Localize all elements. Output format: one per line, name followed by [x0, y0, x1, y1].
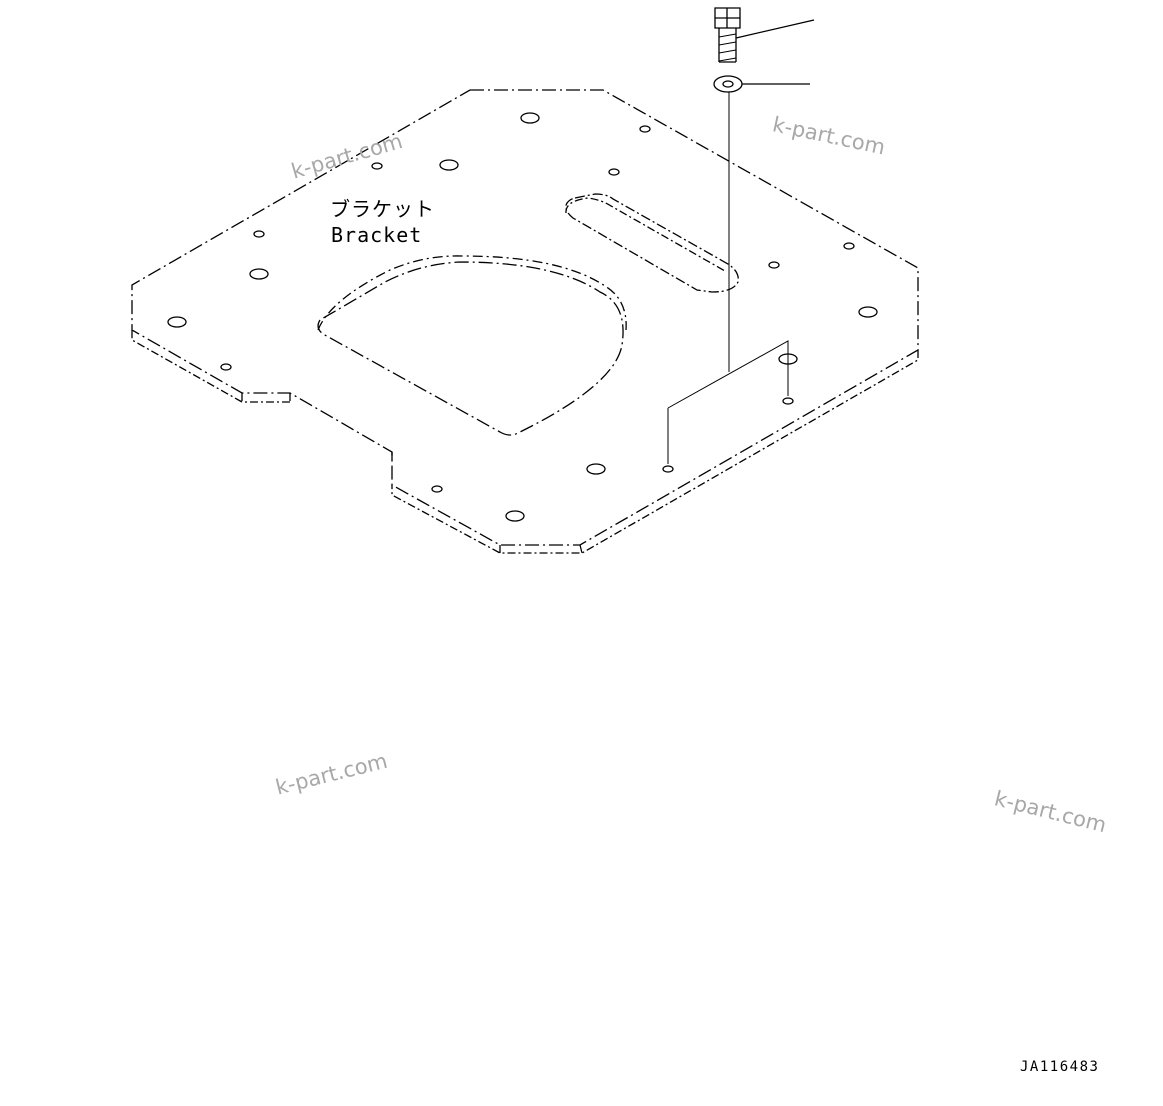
hole: [249, 268, 269, 280]
hole: [662, 465, 674, 473]
hole: [371, 162, 383, 170]
hole: [431, 485, 443, 493]
washer: [713, 75, 743, 93]
slot-cutout: [565, 193, 739, 293]
large-cutout: [317, 261, 624, 436]
hole: [253, 230, 265, 238]
slot-inner-edge: [565, 197, 726, 272]
large-cutout-inner-edge: [317, 255, 627, 331]
part-label-english: Bracket: [331, 223, 423, 247]
hole: [608, 168, 620, 176]
hole: [439, 159, 459, 171]
drawing-number: JA116483: [1020, 1059, 1100, 1075]
hole: [505, 510, 525, 522]
hole: [782, 397, 794, 405]
bracket-thickness-edge: [131, 330, 919, 554]
part-label-japanese: ブラケット: [330, 197, 435, 221]
hole: [586, 463, 606, 475]
hole: [858, 306, 878, 318]
hole: [220, 363, 232, 371]
hole: [167, 316, 187, 328]
hole: [520, 112, 540, 124]
hole: [639, 125, 651, 133]
hole: [768, 261, 780, 269]
hole-reference-lines: [667, 340, 789, 464]
bolt-head: [714, 7, 741, 29]
bracket-top-outline: [131, 89, 919, 546]
washer-inner: [722, 80, 734, 88]
bolt: [714, 7, 741, 63]
mounting-holes: [167, 112, 878, 522]
washer-outer: [713, 75, 743, 93]
bolt-leader-line: [735, 19, 815, 39]
bolt-threads: [718, 33, 737, 62]
hole: [843, 242, 855, 250]
